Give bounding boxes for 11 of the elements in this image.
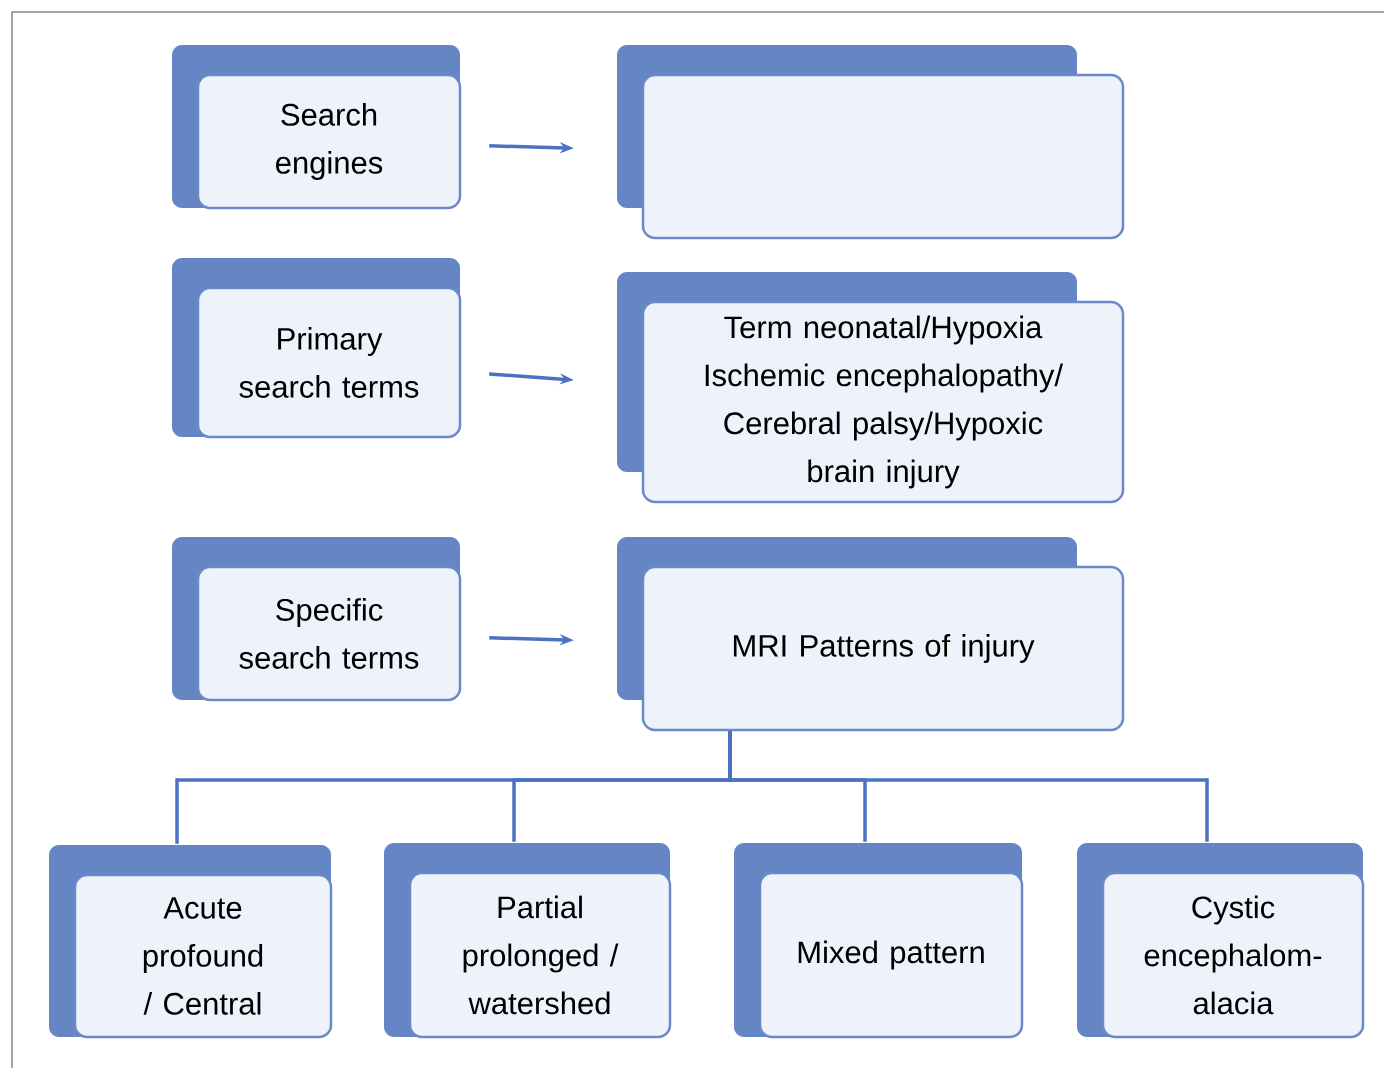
connector-line: [728, 731, 1209, 842]
process-box: Cystic encephalom-alacia: [1077, 843, 1365, 1039]
process-box: Partial prolonged / watershed: [384, 843, 672, 1039]
process-box: Primary search terms: [172, 258, 462, 439]
process-box: [617, 45, 1125, 240]
process-box: Mixed pattern: [734, 843, 1024, 1039]
process-box: Search engines: [172, 45, 462, 210]
process-box: Term neonatal/Hypoxia Ischemic encephalopathy/ Cerebral palsy/Hypoxic brain injury: [617, 272, 1125, 504]
process-box: Specific search terms: [172, 537, 462, 702]
process-box: MRI Patterns of injury: [617, 537, 1125, 732]
process-box: Acute profound / Central: [49, 845, 333, 1039]
